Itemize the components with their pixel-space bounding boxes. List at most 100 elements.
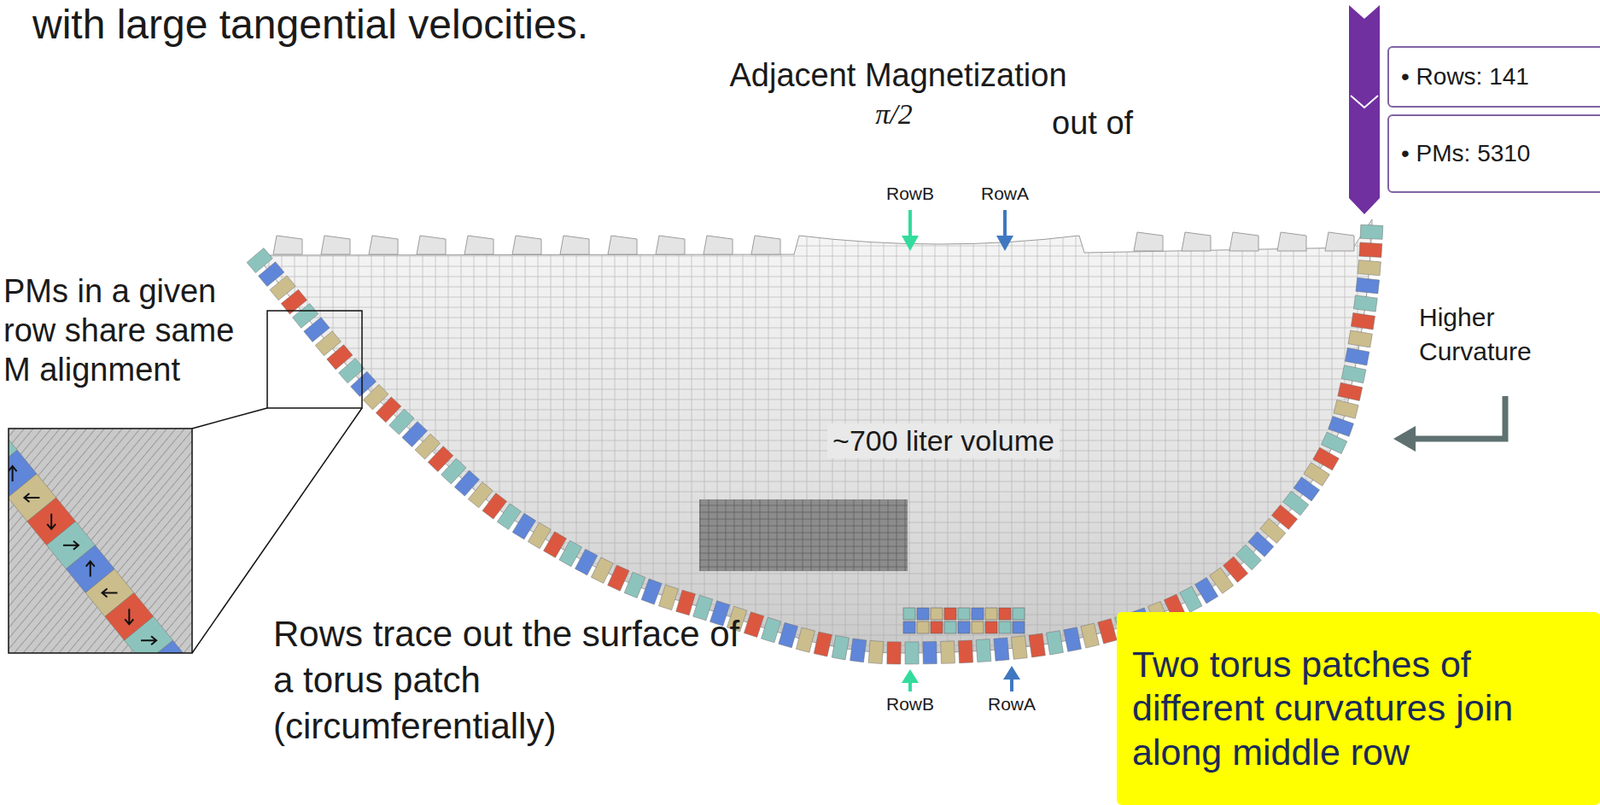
magnet-segment bbox=[971, 607, 984, 620]
zoom-box bbox=[267, 310, 363, 409]
magnet-segment bbox=[676, 589, 696, 615]
magnet-segment bbox=[1360, 224, 1384, 240]
magnet-segment bbox=[957, 607, 970, 620]
magnet-segment bbox=[143, 640, 193, 654]
magnet-segment bbox=[985, 621, 998, 634]
annotation: Higher Curvature bbox=[1418, 300, 1573, 369]
magnetization-arrow bbox=[86, 561, 95, 578]
magnetization-arrow bbox=[124, 608, 134, 625]
magnet-segment bbox=[1357, 260, 1381, 276]
magnet-segments bbox=[246, 224, 1384, 665]
rim-tab bbox=[368, 235, 398, 255]
magnet-segment bbox=[1097, 618, 1117, 644]
magnet-segment bbox=[993, 637, 1010, 661]
bowl-mesh bbox=[255, 219, 1373, 654]
inset-zoom bbox=[8, 428, 193, 654]
rim-tab bbox=[464, 235, 494, 255]
rim-tabs bbox=[273, 232, 1355, 255]
magnet-segment bbox=[1359, 242, 1383, 258]
rim-tab bbox=[1229, 232, 1259, 252]
volume-label: ~700 liter volume bbox=[827, 423, 1060, 459]
magnet-segment bbox=[916, 621, 929, 634]
magnet-segment bbox=[998, 607, 1011, 620]
bent-arrow-head bbox=[1393, 426, 1416, 452]
rim-tab bbox=[751, 235, 781, 255]
magnet-segment bbox=[940, 641, 956, 664]
magnet-segment bbox=[778, 622, 799, 648]
magnet-segment bbox=[607, 565, 630, 591]
magnet-segment bbox=[761, 617, 782, 643]
magnet-segment bbox=[1353, 295, 1378, 312]
magnet-segment bbox=[1028, 633, 1046, 658]
magnet-segment bbox=[1350, 312, 1375, 330]
magnet-segment bbox=[868, 640, 884, 664]
rim-tab bbox=[1181, 232, 1211, 252]
magnet-segment bbox=[813, 631, 832, 657]
magnet-segment bbox=[985, 607, 998, 620]
stat-box: • PMs: 5310 bbox=[1387, 114, 1600, 193]
magnet-ring-path bbox=[255, 219, 1373, 654]
magnet-segment bbox=[944, 621, 957, 634]
callout-note: PMs in a given row share same M alignmen… bbox=[3, 271, 260, 390]
zoom-leader bbox=[192, 408, 268, 429]
magnet-segment bbox=[1045, 630, 1063, 655]
row-label: RowB bbox=[886, 182, 935, 205]
magnet-segment bbox=[1348, 330, 1373, 348]
rim-tab bbox=[512, 235, 542, 255]
magnet-segment bbox=[1012, 621, 1025, 634]
highlighted-rows bbox=[903, 607, 1025, 634]
box-text: • Rows: 141 bbox=[1401, 62, 1600, 92]
dark-mesh-patch bbox=[699, 499, 908, 572]
magnet-segment bbox=[975, 639, 992, 663]
rim-tab bbox=[273, 235, 303, 255]
rim-tab bbox=[1325, 232, 1355, 252]
row-label: RowA bbox=[987, 693, 1036, 715]
rim-tab bbox=[416, 235, 446, 255]
rim-tab bbox=[321, 235, 351, 255]
magnet-segment bbox=[831, 635, 849, 660]
heading-fragment: with large tangential velocities. bbox=[32, 0, 589, 50]
magnet-segment bbox=[1328, 416, 1355, 438]
stat-box: • Rows: 141 bbox=[1387, 46, 1600, 108]
magnet-segment bbox=[922, 642, 937, 665]
chevron-bar bbox=[1348, 5, 1380, 215]
inset-frame bbox=[8, 428, 193, 654]
magnet-segment bbox=[1012, 607, 1025, 620]
rim-tab bbox=[560, 235, 590, 255]
rim-tab bbox=[1277, 232, 1307, 252]
magnet-segment bbox=[916, 607, 929, 620]
magnet-segment bbox=[658, 584, 678, 611]
magnet-segment bbox=[590, 557, 614, 584]
magnet-segment bbox=[1337, 382, 1363, 401]
magnet-segment bbox=[1333, 399, 1359, 419]
row-label: RowB bbox=[886, 693, 935, 715]
magnet-segment bbox=[957, 640, 973, 664]
magnet-segment bbox=[998, 621, 1011, 634]
rim-tab bbox=[703, 235, 733, 255]
magnet-segment bbox=[930, 621, 943, 634]
magnet-segment bbox=[795, 627, 815, 653]
magnet-segment bbox=[1355, 277, 1380, 294]
magnet-segment bbox=[903, 607, 916, 620]
magnet-segment bbox=[887, 642, 901, 665]
angle-value: π/2 bbox=[875, 97, 912, 133]
bowl-interior bbox=[255, 219, 1373, 654]
magnet-segment bbox=[1320, 432, 1347, 454]
box-text: Two torus patches of different curvature… bbox=[1132, 642, 1560, 776]
magnet-segment bbox=[1063, 627, 1082, 653]
chevron-divider bbox=[1350, 95, 1379, 108]
magnetization-arrow bbox=[102, 588, 118, 597]
magnetization-arrow bbox=[23, 493, 40, 503]
magnet-segment bbox=[905, 642, 919, 665]
annotation: out of bbox=[1051, 104, 1133, 144]
bent-arrow bbox=[1412, 396, 1506, 439]
callout-note: Rows trace out the surface of a torus pa… bbox=[273, 611, 752, 750]
annotation: Adjacent Magnetization bbox=[729, 56, 1067, 96]
magnet-segment bbox=[957, 621, 970, 634]
magnetization-arrow bbox=[63, 541, 79, 550]
magnet-segment bbox=[1010, 636, 1028, 660]
row-label: RowA bbox=[981, 182, 1029, 205]
rim-tab bbox=[1133, 232, 1163, 252]
magnet-segment bbox=[930, 607, 943, 620]
magnet-segment bbox=[971, 621, 984, 634]
